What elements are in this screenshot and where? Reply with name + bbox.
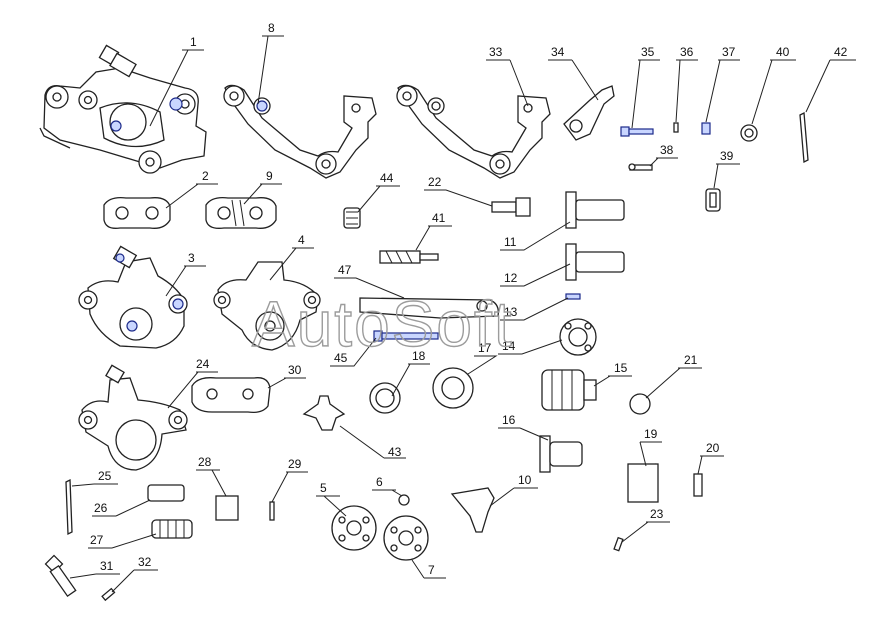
part-bolt-22 (491, 197, 531, 217)
part-nut-37 (701, 122, 711, 135)
callout-24: 24 (196, 357, 210, 371)
callout-43: 43 (388, 445, 402, 459)
callout-2: 2 (202, 169, 209, 183)
part-clip-43 (302, 395, 346, 431)
part-caliper-assembly (39, 44, 207, 174)
part-caliper-24 (78, 364, 188, 471)
part-pin-23 (613, 536, 624, 552)
callout-16: 16 (502, 413, 516, 427)
part-pad-9 (205, 197, 277, 229)
callout-28: 28 (198, 455, 212, 469)
part-pin-11 (565, 191, 625, 229)
part-caliper-3 (78, 245, 188, 349)
callout-labels: 1 8 33 34 35 36 37 40 42 38 39 2 9 44 22… (90, 21, 848, 577)
callout-19: 19 (644, 427, 658, 441)
part-bolt-45 (373, 330, 439, 342)
part-boot-27 (151, 519, 193, 539)
callout-20: 20 (706, 441, 720, 455)
part-pin-38 (628, 163, 653, 171)
part-block-20 (693, 473, 703, 497)
callout-30: 30 (288, 363, 302, 377)
callout-18: 18 (412, 349, 426, 363)
part-bushing-28 (215, 495, 239, 521)
callout-34: 34 (551, 45, 565, 59)
part-hub-5 (331, 505, 377, 551)
part-pin-32 (101, 587, 116, 602)
callout-15: 15 (614, 361, 628, 375)
callout-47: 47 (338, 263, 352, 277)
watermark-text: AutoSoft (252, 288, 514, 360)
part-pin-36 (673, 122, 679, 133)
callout-23: 23 (650, 507, 664, 521)
callout-39: 39 (720, 149, 734, 163)
callout-25: 25 (98, 469, 112, 483)
callout-36: 36 (680, 45, 694, 59)
part-plate-47 (359, 297, 499, 319)
part-lever (563, 85, 615, 141)
callout-17: 17 (478, 341, 492, 355)
part-bolt-35 (620, 126, 654, 137)
callout-38: 38 (660, 143, 674, 157)
part-bearing-15 (541, 369, 597, 411)
callout-21: 21 (684, 353, 698, 367)
leader-lines (69, 35, 856, 593)
part-pin-29 (269, 501, 275, 521)
part-bracket-33 (396, 84, 551, 179)
callout-9: 9 (266, 169, 273, 183)
part-ring-21 (629, 393, 651, 415)
callout-26: 26 (94, 501, 108, 515)
part-sleeve-16 (539, 435, 583, 473)
callout-32: 32 (138, 555, 152, 569)
part-spring-19 (627, 463, 659, 503)
part-pad-2 (103, 197, 171, 229)
callout-3: 3 (188, 251, 195, 265)
part-guide-pin-41 (379, 250, 439, 264)
part-screw-13 (565, 293, 581, 300)
part-pad-30 (191, 377, 271, 414)
callout-12: 12 (504, 271, 518, 285)
callout-35: 35 (641, 45, 655, 59)
callout-44: 44 (380, 171, 394, 185)
part-caliper-4 (213, 261, 321, 351)
callout-40: 40 (776, 45, 790, 59)
callout-31: 31 (100, 559, 114, 573)
part-plate-42 (799, 111, 809, 164)
part-plate-25 (65, 478, 73, 536)
part-shield-10 (450, 487, 495, 533)
callout-45: 45 (334, 351, 348, 365)
part-pin-12 (565, 243, 625, 281)
callout-22: 22 (428, 175, 442, 189)
part-bracket-8 (223, 84, 377, 179)
part-ring-18 (369, 382, 401, 414)
callout-7: 7 (428, 563, 435, 577)
part-flange-14 (559, 318, 597, 356)
part-ring-17 (432, 367, 474, 409)
callout-6: 6 (376, 475, 383, 489)
part-ball-6 (398, 494, 410, 506)
part-hub-7 (383, 515, 429, 561)
callout-13: 13 (504, 305, 518, 319)
part-sleeve-26 (147, 484, 185, 502)
callout-41: 41 (432, 211, 446, 225)
part-bushing-39 (705, 188, 721, 212)
callout-14: 14 (502, 339, 516, 353)
callout-37: 37 (722, 45, 736, 59)
callout-8: 8 (268, 21, 275, 35)
callout-10: 10 (518, 473, 532, 487)
part-ring-40 (740, 124, 758, 142)
callout-33: 33 (489, 45, 503, 59)
part-boot-44 (343, 207, 361, 229)
callout-42: 42 (834, 45, 848, 59)
callout-4: 4 (298, 233, 305, 247)
callout-1: 1 (190, 35, 197, 49)
part-bolt-31 (44, 554, 77, 598)
callout-29: 29 (288, 457, 302, 471)
callout-11: 11 (504, 235, 517, 249)
callout-27: 27 (90, 533, 104, 547)
callout-5: 5 (320, 481, 327, 495)
